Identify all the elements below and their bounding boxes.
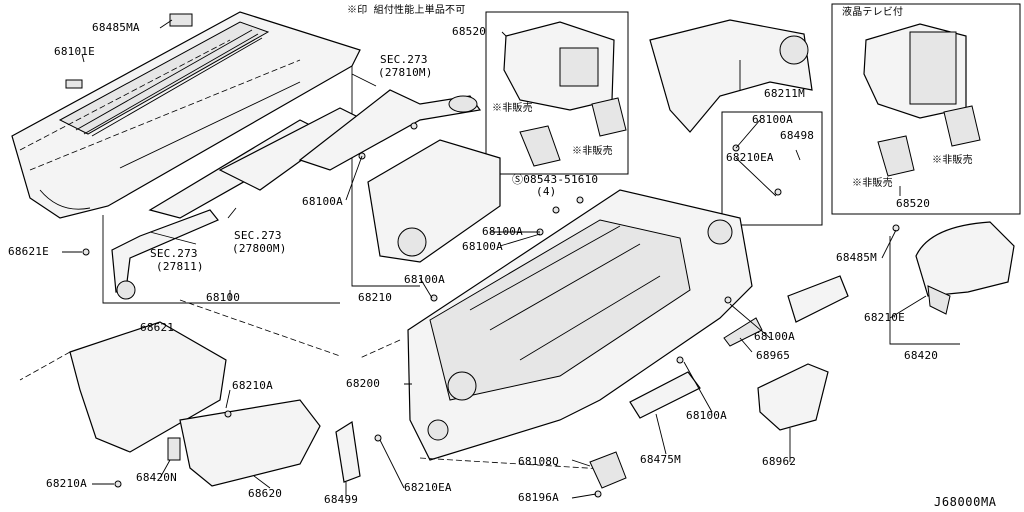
label-hihanbai-2: ※非販売 (572, 146, 613, 157)
label-68965: 68965 (756, 349, 791, 362)
tv-cluster (863, 23, 981, 177)
label-sec273-b-sub: (27811) (156, 260, 204, 273)
label-68108Q: 68108Q (518, 455, 559, 468)
label-68196A: 68196A (518, 491, 559, 504)
label-68211M: 68211M (764, 87, 805, 100)
cluster-lid (367, 139, 501, 263)
meter-visor (915, 221, 1015, 315)
label-68100A-6: 68100A (754, 330, 795, 343)
instrument-panel-main (359, 189, 753, 471)
label-68100A-5: 68100A (404, 273, 445, 286)
label-hihanbai-3: ※非販売 (932, 155, 973, 166)
label-hihanbai-1: ※非販売 (492, 103, 533, 114)
label-68621E: 68621E (8, 245, 49, 258)
center-cluster (503, 21, 627, 167)
label-68620: 68620 (248, 487, 283, 500)
label-68498: 68498 (780, 129, 815, 142)
label-sec273-a-sub: (27810M) (378, 66, 433, 79)
label-screw-qty: (4) (536, 185, 557, 198)
label-68200: 68200 (346, 377, 381, 390)
label-68420N: 68420N (136, 471, 177, 484)
note-top: ※印 組付性能上単品不可 (347, 5, 466, 16)
label-68210EA-2: 68210EA (404, 481, 452, 494)
leader-lines (62, 19, 927, 499)
ducts (111, 89, 482, 300)
bracket-68420 (889, 236, 960, 345)
inset-box-right (831, 3, 1021, 215)
bracket-68100 (102, 215, 340, 304)
glove-box (19, 299, 341, 487)
label-68210A-1: 68210A (232, 379, 273, 392)
label-68210: 68210 (358, 291, 393, 304)
label-68100A-3: 68100A (482, 225, 523, 238)
label-68210EA-1: 68210EA (726, 151, 774, 164)
label-68210E: 68210E (864, 311, 905, 324)
fasteners (82, 122, 900, 498)
label-hihanbai-4: ※非販売 (852, 178, 893, 189)
label-68100A-4: 68100A (462, 240, 503, 253)
label-sec273-b: SEC.273 (150, 247, 198, 260)
label-68520-right: 68520 (896, 197, 931, 210)
label-68100A-7: 68100A (686, 409, 727, 422)
label-68100-left: 68100 (206, 291, 241, 304)
label-sec273-a: SEC.273 (380, 53, 428, 66)
label-sec273-c: SEC.273 (234, 229, 282, 242)
switch-parts (723, 275, 849, 347)
panel-top-cover (11, 11, 361, 219)
label-sec273-c-sub: (27800M) (232, 242, 287, 255)
panel-right-title: 液晶テレビ付 (842, 7, 904, 18)
lower-parts (335, 363, 829, 489)
label-68485M: 68485M (836, 251, 877, 264)
label-68210A-2: 68210A (46, 477, 87, 490)
label-68962: 68962 (762, 455, 797, 468)
label-68621: 68621 (140, 321, 175, 334)
label-68101E: 68101E (54, 45, 95, 58)
meter-hood (649, 19, 813, 133)
label-68485MA: 68485MA (92, 21, 140, 34)
label-68100A-2: 68100A (302, 195, 343, 208)
label-68499: 68499 (324, 493, 359, 506)
label-68420: 68420 (904, 349, 939, 362)
diagram-code: J68000MA (934, 495, 997, 509)
bracket-68210 (351, 48, 420, 287)
label-68475M: 68475M (640, 453, 681, 466)
label-68100A-1: 68100A (752, 113, 793, 126)
inset-box-center (485, 11, 629, 175)
label-screw: Ⓢ08543-51610 (512, 173, 599, 186)
label-68520-top: 68520 (452, 25, 487, 38)
inset-box-68498 (721, 111, 823, 226)
